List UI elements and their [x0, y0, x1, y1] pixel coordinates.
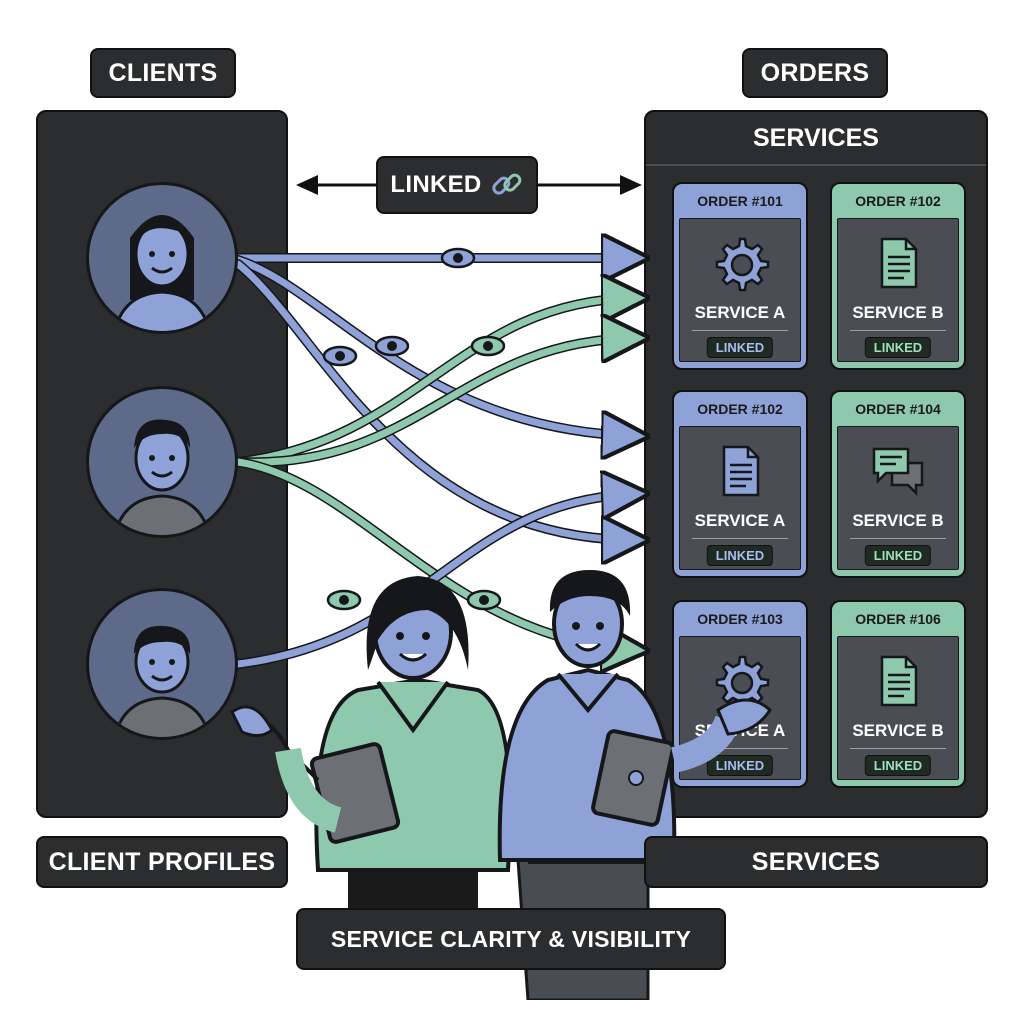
card-divider [692, 748, 788, 749]
document-icon [868, 233, 928, 293]
client-avatar-2[interactable] [86, 386, 238, 538]
client-avatar-1[interactable] [86, 182, 238, 334]
chat-icon [868, 441, 928, 501]
order-number: ORDER #104 [855, 401, 941, 417]
order-number: ORDER #101 [697, 193, 783, 209]
order-card-body: SERVICE A LINKED [679, 426, 801, 570]
visibility-eye-icons [322, 247, 506, 611]
clients-title: CLIENTS [90, 48, 236, 98]
service-name: SERVICE B [852, 303, 944, 322]
linked-badge: LINKED [376, 156, 538, 214]
card-divider [850, 330, 946, 331]
man-avatar-icon [113, 419, 211, 535]
woman-avatar-icon [113, 215, 211, 331]
services-panel-header: SERVICES [646, 112, 986, 166]
services-footer-label: SERVICES [644, 836, 988, 888]
document-icon [868, 651, 928, 711]
service-name: SERVICE A [694, 303, 786, 322]
service-clarity-label: SERVICE CLARITY & VISIBILITY [296, 908, 726, 970]
status-badge: LINKED [864, 545, 932, 566]
service-name: SERVICE A [694, 511, 786, 530]
order-card-body: SERVICE B LINKED [837, 426, 959, 570]
card-divider [692, 330, 788, 331]
order-card-body: SERVICE A LINKED [679, 218, 801, 362]
order-number: ORDER #106 [855, 611, 941, 627]
woman-presenter [230, 576, 512, 910]
gear-icon [710, 651, 770, 711]
order-card-body: SERVICE B LINKED [837, 636, 959, 780]
status-badge: LINKED [706, 545, 774, 566]
status-badge: LINKED [864, 337, 932, 358]
order-number: ORDER #102 [697, 401, 783, 417]
presenters-illustration [230, 570, 772, 1000]
status-badge: LINKED [706, 337, 774, 358]
client-profiles-label: CLIENT PROFILES [36, 836, 288, 888]
status-badge: LINKED [864, 755, 932, 776]
orders-title: ORDERS [742, 48, 888, 98]
service-name: SERVICE B [852, 511, 944, 530]
card-divider [692, 538, 788, 539]
link-icon [491, 173, 521, 195]
boy-avatar-icon [113, 625, 211, 737]
card-divider [850, 748, 946, 749]
card-divider [850, 538, 946, 539]
order-number: ORDER #103 [697, 611, 783, 627]
linked-text: LINKED [390, 171, 482, 198]
service-name: SERVICE B [852, 721, 944, 740]
order-number: ORDER #102 [855, 193, 941, 209]
gear-icon [710, 233, 770, 293]
status-badge: LINKED [706, 755, 774, 776]
client-avatar-3[interactable] [86, 588, 238, 740]
order-card-body: SERVICE B LINKED [837, 218, 959, 362]
document-icon [710, 441, 770, 501]
